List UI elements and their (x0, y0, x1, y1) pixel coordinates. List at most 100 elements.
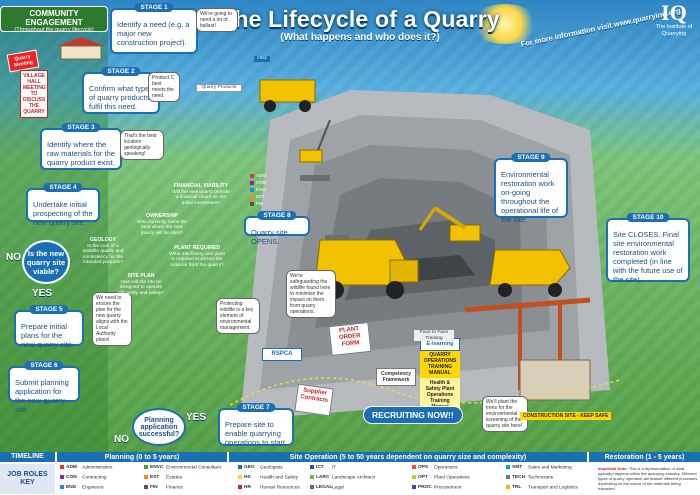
stage-4-tag: STAGE 4 (43, 183, 83, 192)
geology-title: GEOLOGY (89, 237, 117, 243)
hs2-road-label: HS2 (254, 56, 270, 62)
decision-site-viable: Is the new quarry site viable? (22, 240, 70, 284)
community-subtitle: (Throughout the quarry lifecycle) (14, 27, 94, 33)
stage-4-text: Undertake initial prospecting of the new… (33, 200, 93, 227)
stage-3-text: Identify where the raw materials for the… (47, 140, 115, 167)
geology-note: GEOLOGY Is the rock of a suitable qualit… (80, 237, 126, 266)
rspca-van: RSPCA (262, 348, 302, 361)
site-plan-note: SITE PLAN How will the site be designed … (118, 273, 164, 296)
stage-9-box: STAGE 9 Environmental restoration work o… (494, 153, 568, 224)
sun-graphic (470, 4, 540, 44)
quarry-products-label: Quarry Products (196, 84, 242, 92)
stage-10-tag: STAGE 10 (626, 213, 670, 222)
supplier-contracts-doc: Supplier Contracts (294, 383, 334, 417)
iq-logo: IQ The Institute of Quarrying (648, 2, 700, 42)
stage-9-text: Environmental restoration work on-going … (501, 170, 559, 224)
quarry-operations-manual: QUARRY OPERATIONS TRAINING MANUAL (420, 350, 460, 378)
stage-5-text: Prepare initial plans for the new quarry… (21, 322, 74, 349)
stage-10-text: Site CLOSES. Final site environmental re… (613, 230, 683, 284)
timeline-restoration: Restoration (1 - 5 years) (589, 452, 700, 462)
face-to-face-label: Face to Face Training (414, 330, 454, 342)
stage-3-box: STAGE 3 Identify where the raw materials… (40, 123, 122, 170)
role-chip: ENG (256, 187, 266, 192)
timeline-label: TIMELINE (0, 452, 55, 462)
siteplan-title: SITE PLAN (127, 273, 155, 279)
speech-bubble-location: That's the best location geologically sp… (120, 130, 164, 160)
speech-bubble-local-plans: We need to ensure the plan for the new q… (92, 292, 132, 346)
role-chip: ADM (256, 173, 266, 178)
haul-truck-top (259, 79, 316, 112)
stage-8-role-chips: ADM CON ENG EST FIN (250, 172, 266, 207)
note-text: This is a representation of what typical… (598, 466, 698, 491)
speech-bubble-trees: We'll plant the trees for the environmen… (482, 396, 528, 432)
stage-6-tag: STAGE 6 (24, 361, 64, 370)
planning-yes-label: YES (186, 412, 207, 423)
viable-yes-label: YES (32, 288, 53, 299)
financial-title: FINANCIAL VIABILITY (173, 183, 229, 189)
speech-bubble-safeguarding: We're safeguarding the wildlife found he… (286, 270, 336, 318)
role-key-legal: LEGALLegal (310, 485, 344, 490)
role-chip: FIN (256, 201, 264, 206)
recruiting-banner: RECRUITING NOW!! (363, 406, 463, 424)
logo-mark: IQ (661, 0, 687, 25)
community-engagement-banner: COMMUNITY ENGAGEMENT (Throughout the qua… (0, 6, 108, 33)
speech-bubble-product-c: Product C best meets the need. (148, 72, 180, 102)
competency-framework-doc: Competency Framework (376, 368, 416, 386)
stage-1-text: Identify a need (e.g. a major new constr… (117, 20, 190, 47)
timeline-planning: Planning (0 to 5 years) (57, 452, 227, 462)
ownership-note: OWNERSHIP Who currently owns the land wh… (136, 213, 188, 236)
timeline-footer: TIMELINE Planning (0 to 5 years) Site Op… (0, 452, 700, 495)
speech-bubble-wildlife: Protecting wildlife is a key element of … (216, 298, 260, 334)
stage-2-box: STAGE 2 Confirm what type of quarry prod… (82, 67, 160, 114)
stage-5-box: STAGE 5 Prepare initial plans for the ne… (14, 305, 84, 349)
dump-truck-right (489, 249, 571, 297)
stage-10-box: STAGE 10 Site CLOSES. Final site environ… (606, 213, 690, 284)
stage-6-text: Submit planning application for the new … (15, 378, 69, 414)
community-title: COMMUNITY ENGAGEMENT (25, 9, 83, 27)
note-title: Important Note: (598, 466, 628, 471)
village-hall-icon (57, 37, 105, 60)
plant-order-form: PLANT ORDER FORM (328, 321, 372, 357)
financial-text: Will the new quarry provide a financial … (172, 189, 230, 206)
stage-1-box: STAGE 1 Identify a need (e.g. a major ne… (110, 3, 198, 54)
poster-subtitle: (What happens and who does it?) (280, 32, 440, 43)
poster-title: The Lifecycle of a Quarry (220, 6, 500, 32)
stage-3-tag: STAGE 3 (61, 123, 101, 132)
stage-9-tag: STAGE 9 (511, 153, 551, 162)
role-chip: CON (256, 180, 266, 185)
role-chip: EST (256, 194, 265, 199)
logo-name: The Institute of Quarrying (655, 24, 693, 37)
stage-7-box: STAGE 7 Prepare site to enable quarrying… (218, 403, 294, 447)
stage-2-tag: STAGE 2 (101, 67, 141, 76)
stage-5-tag: STAGE 5 (29, 305, 69, 314)
decision-planning-success: Planning application successful? (132, 408, 186, 446)
plant-required-note: PLANT REQUIRED What machinery and plant … (168, 245, 226, 268)
construction-site-sign: CONSTRUCTION SITE - KEEP SAFE (520, 412, 612, 420)
stage-2-text: Confirm what type of quarry products ful… (89, 84, 150, 111)
important-note: Important Note: This is a representation… (598, 466, 698, 491)
siteplan-text: How will the site be designed to operate… (118, 279, 164, 296)
stage-1-tag: STAGE 1 (134, 3, 174, 12)
job-roles-key-label: JOB ROLES KEY (0, 464, 55, 494)
stage-8-box: STAGE 8 Quarry site OPENS. (244, 211, 310, 246)
excavator (418, 206, 481, 242)
speech-bubble-ballast: We're going to need a lot of ballast! (196, 8, 238, 32)
viable-no-label: NO (6, 252, 21, 263)
stage-8-text: Quarry site OPENS. (251, 228, 288, 246)
stage-6-box: STAGE 6 Submit planning application for … (8, 361, 80, 414)
